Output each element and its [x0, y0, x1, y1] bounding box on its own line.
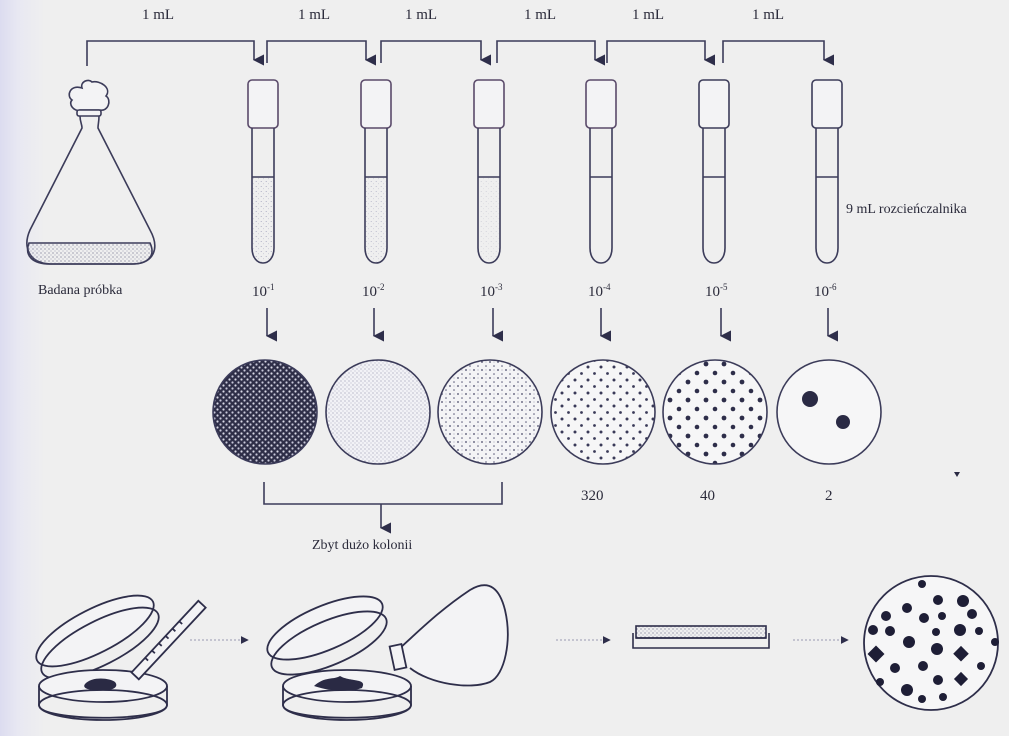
tube-4-icon	[585, 79, 617, 264]
transfer-label-1: 1 mL	[142, 7, 175, 23]
transfer-arrow-1	[86, 40, 265, 66]
transfer-label-5: 1 mL	[632, 7, 665, 23]
sample-flask-icon	[26, 79, 156, 265]
transfer-arrow-6	[722, 40, 835, 66]
transfer-arrow-4	[496, 40, 606, 66]
transfer-arrows	[86, 40, 835, 66]
colony-count-5: 40	[700, 488, 715, 504]
dilution-exponent: -4	[603, 282, 611, 292]
dilution-label-3: 10-3	[480, 282, 503, 301]
dilution-exponent: -2	[377, 282, 385, 292]
dilution-label-6: 10-6	[814, 282, 837, 301]
dilution-base: 10	[362, 284, 377, 300]
dilution-base: 10	[252, 284, 267, 300]
procedure-step-2-icon	[266, 584, 509, 721]
dilution-exponent: -3	[495, 282, 503, 292]
dilution-label-2: 10-2	[362, 282, 385, 301]
transfer-label-2: 1 mL	[298, 7, 331, 23]
sample-label: Badana próbka	[38, 283, 123, 298]
transfer-arrow-5	[606, 40, 716, 66]
tube-2-icon	[360, 79, 392, 264]
dilution-base: 10	[588, 284, 603, 300]
dilution-label-5: 10-5	[705, 282, 728, 301]
tube-3-icon	[473, 79, 505, 264]
plate-3-icon	[437, 359, 543, 465]
scan-artifact	[954, 472, 960, 477]
plating-arrows	[265, 308, 839, 342]
colony-count-plate-icon	[863, 575, 999, 711]
dilution-exponent: -6	[829, 282, 837, 292]
plates	[212, 359, 882, 465]
transfer-label-4: 1 mL	[524, 7, 557, 23]
transfer-label-3: 1 mL	[405, 7, 438, 23]
colony-count-4: 320	[581, 488, 604, 504]
test-tubes	[247, 79, 843, 264]
transfer-label-6: 1 mL	[752, 7, 785, 23]
tube-5-icon	[698, 79, 730, 264]
plate-1-icon	[212, 359, 318, 465]
too-many-colonies-label: Zbyt dużo kolonii	[312, 538, 413, 553]
plate-4-icon	[550, 359, 656, 465]
transfer-arrow-2	[266, 40, 377, 66]
dilution-base: 10	[480, 284, 495, 300]
too-many-bracket	[263, 482, 503, 534]
tube-1-icon	[247, 79, 279, 264]
colony-count-6: 2	[825, 488, 833, 504]
dilution-base: 10	[814, 284, 829, 300]
dilution-label-4: 10-4	[588, 282, 611, 301]
diluent-label: 9 mL rozcieńczalnika	[846, 202, 967, 217]
plate-6-icon	[776, 359, 882, 465]
plate-5-icon	[662, 359, 768, 465]
tube-6-icon	[811, 79, 843, 264]
incubated-plate-icon	[632, 625, 770, 649]
dilution-exponent: -1	[267, 282, 275, 292]
plate-2-icon	[325, 359, 431, 465]
transfer-arrow-3	[380, 40, 492, 66]
procedure-step-1-icon	[35, 594, 207, 721]
dilution-base: 10	[705, 284, 720, 300]
dilution-label-1: 10-1	[252, 282, 275, 301]
dilution-exponent: -5	[720, 282, 728, 292]
